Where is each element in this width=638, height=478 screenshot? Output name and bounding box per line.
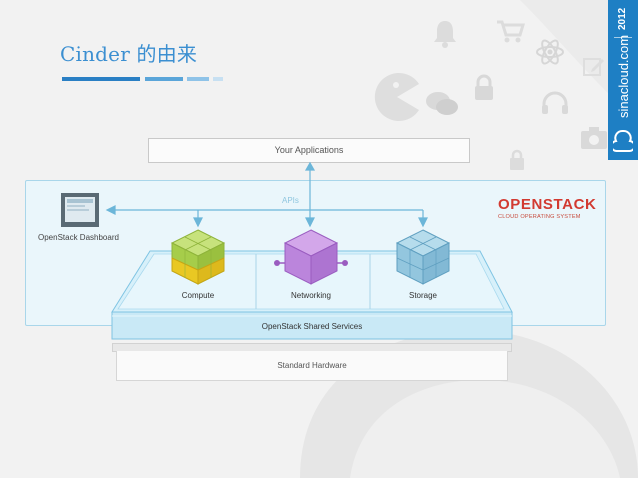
shared-services-label: OpenStack Shared Services [261,322,363,331]
lock-icon [475,74,493,100]
title-underline-bar [145,77,183,81]
pacman-icon [374,73,419,121]
bell-icon [434,21,456,48]
title-underline-bar [62,77,140,81]
pencil-icon [583,58,604,76]
title-underline-bar [213,77,223,81]
applications-box: Your Applications [148,138,470,163]
sidebar-brand-strip: 2012 sinacloud.com [608,0,638,160]
title-underline-bar [187,77,209,81]
compute-label: Compute [181,291,215,300]
openstack-logo: OPENSTACK CLOUD OPERATING SYSTEM [498,196,596,220]
apis-label: APIs [282,196,299,205]
slide-title: Cinder 的由来 [60,42,198,66]
sidebar-divider [614,37,632,38]
storage-label: Storage [408,291,438,300]
headphones-icon [542,91,568,114]
openstack-logo-tagline: CLOUD OPERATING SYSTEM [498,214,581,220]
networking-label: Networking [290,291,331,300]
sidebar-brand: 2012 sinacloud.com [608,0,638,160]
gear-icon [510,149,524,170]
dashboard-label: OpenStack Dashboard [38,233,119,242]
atom-icon [536,39,564,65]
openstack-logo-name: OPENSTACK [498,196,597,213]
cart-icon [497,20,525,43]
camera-icon [581,127,607,149]
cloud-icon [613,129,633,152]
chat-bubbles-icon [426,92,458,115]
hardware-box: Standard Hardware [116,351,508,381]
